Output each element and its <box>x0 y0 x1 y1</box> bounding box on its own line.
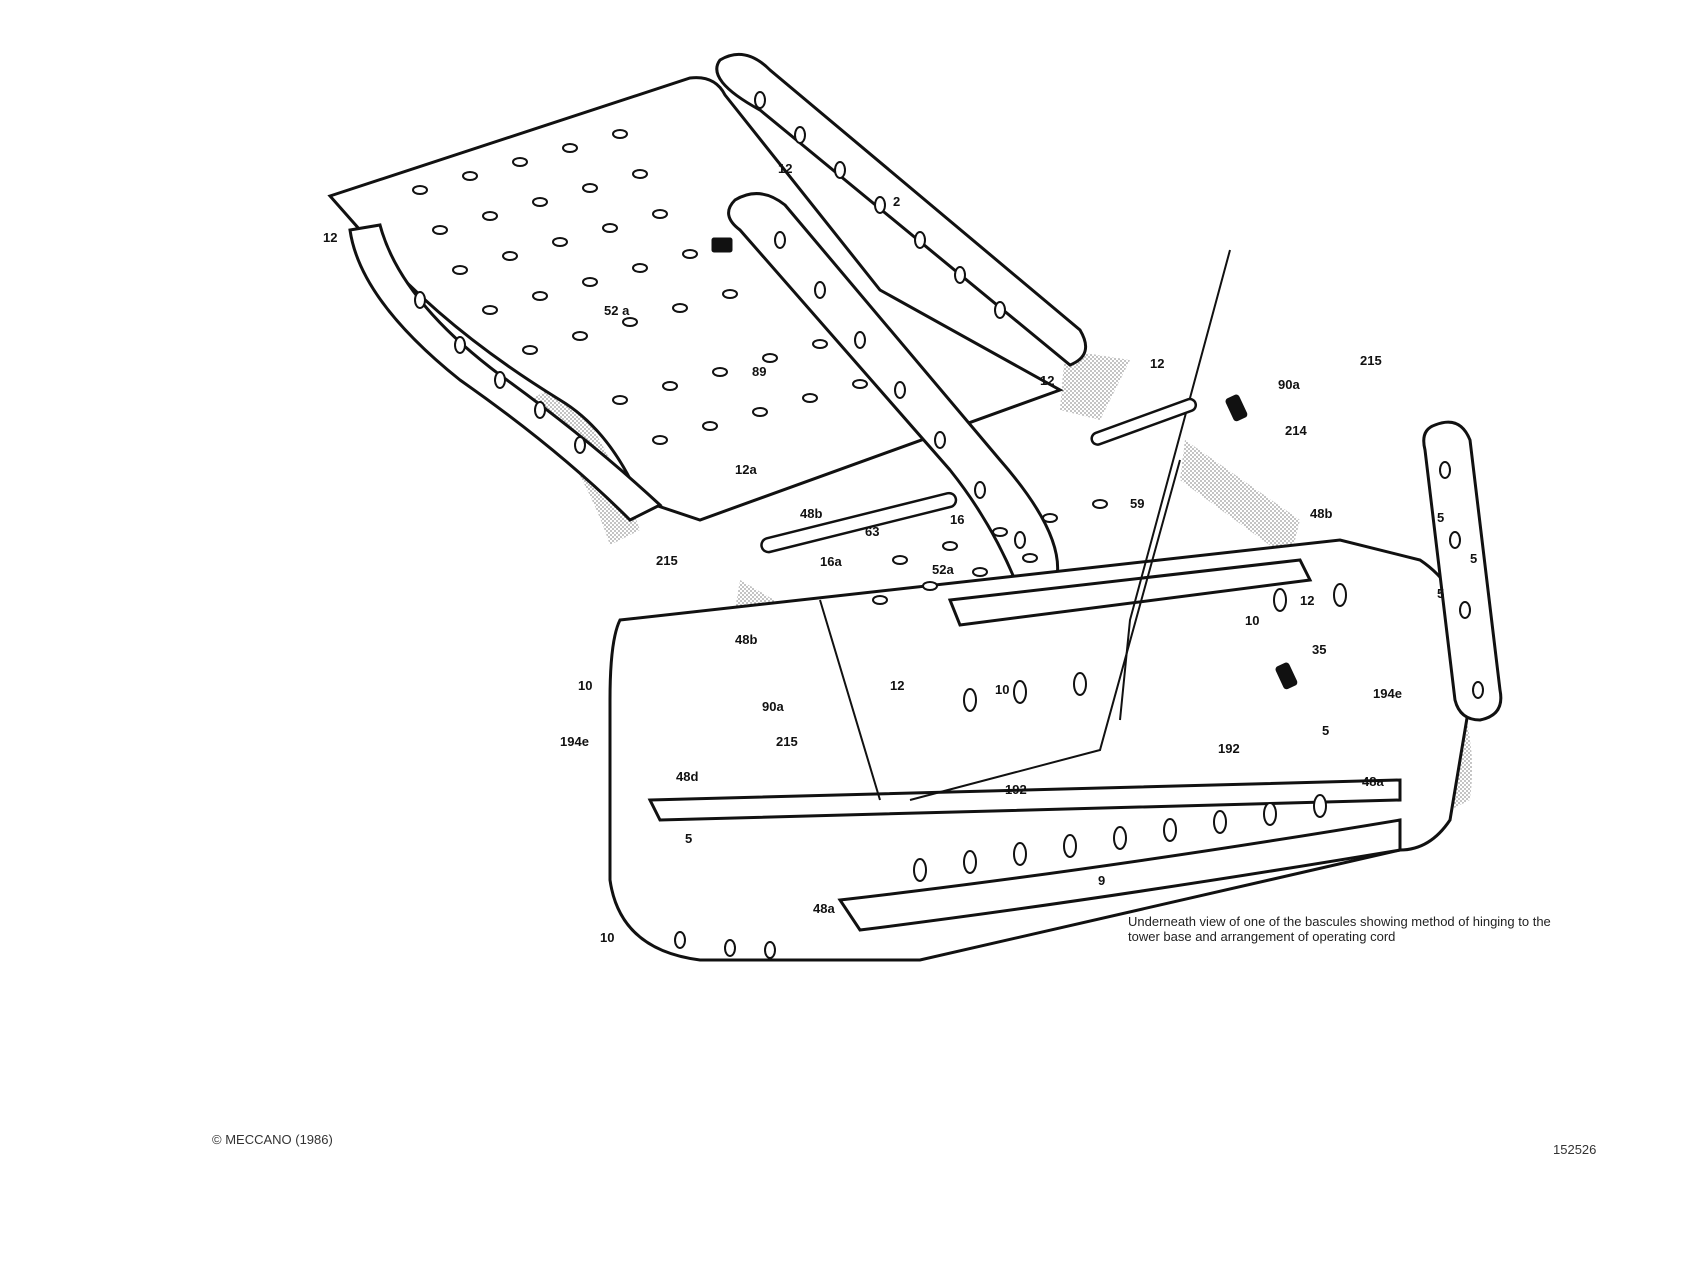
label: 215 <box>1360 353 1382 368</box>
label: 90a <box>762 699 784 714</box>
label: 10 <box>995 682 1009 697</box>
label: 2 <box>893 194 900 209</box>
nuts-and-collars <box>711 237 1298 690</box>
label: 16 <box>950 512 964 527</box>
right-vertical-strip <box>1422 420 1503 722</box>
label: 12a <box>735 462 757 477</box>
label: 215 <box>776 734 798 749</box>
label: 59 <box>1130 496 1144 511</box>
operating-cord <box>819 249 1231 801</box>
label: 12 <box>778 161 792 176</box>
label: 194e <box>1373 686 1402 701</box>
label: 215 <box>656 553 678 568</box>
label: 12 <box>1300 593 1314 608</box>
label: 5 <box>1437 586 1444 601</box>
label: 12 <box>890 678 904 693</box>
label: 48d <box>676 769 698 784</box>
label: 5 <box>1470 551 1477 566</box>
label: 5 <box>1322 723 1329 738</box>
label: 12 <box>323 230 337 245</box>
label: 35 <box>1312 642 1326 657</box>
base-frame <box>608 538 1473 962</box>
label: 48b <box>800 506 822 521</box>
label: 194e <box>560 734 589 749</box>
label: 192 <box>1218 741 1240 756</box>
figure-caption: Underneath view of one of the bascules s… <box>1128 914 1551 944</box>
label: 10 <box>600 930 614 945</box>
label: 192 <box>1005 782 1027 797</box>
label: 89 <box>752 364 766 379</box>
label: 12 <box>1150 356 1164 371</box>
label: 48b <box>735 632 757 647</box>
label: 214 <box>1285 423 1307 438</box>
label: 48a <box>813 901 835 916</box>
label: 5 <box>1437 510 1444 525</box>
label: 10 <box>1245 613 1259 628</box>
label: 90a <box>1278 377 1300 392</box>
strip-2 <box>715 52 1088 367</box>
part-number: 152526 <box>1553 1142 1597 1157</box>
label: 5 <box>685 831 692 846</box>
label: 10 <box>578 678 592 693</box>
label: 52a <box>932 562 954 577</box>
label: 48b <box>1310 506 1332 521</box>
perforation-holes <box>412 91 1484 959</box>
label: 48a <box>1362 774 1384 789</box>
label: 16a <box>820 554 842 569</box>
label: 63 <box>865 524 879 539</box>
label: 9 <box>1098 873 1105 888</box>
label: 12 <box>1040 373 1054 388</box>
label: 52 a <box>604 303 630 318</box>
copyright-notice: © MECCANO (1986) <box>212 1132 333 1147</box>
rods <box>760 397 1198 554</box>
part-labels: 12 12 2 52 a 89 12 12 215 90a 214 12a 48… <box>323 161 1477 945</box>
